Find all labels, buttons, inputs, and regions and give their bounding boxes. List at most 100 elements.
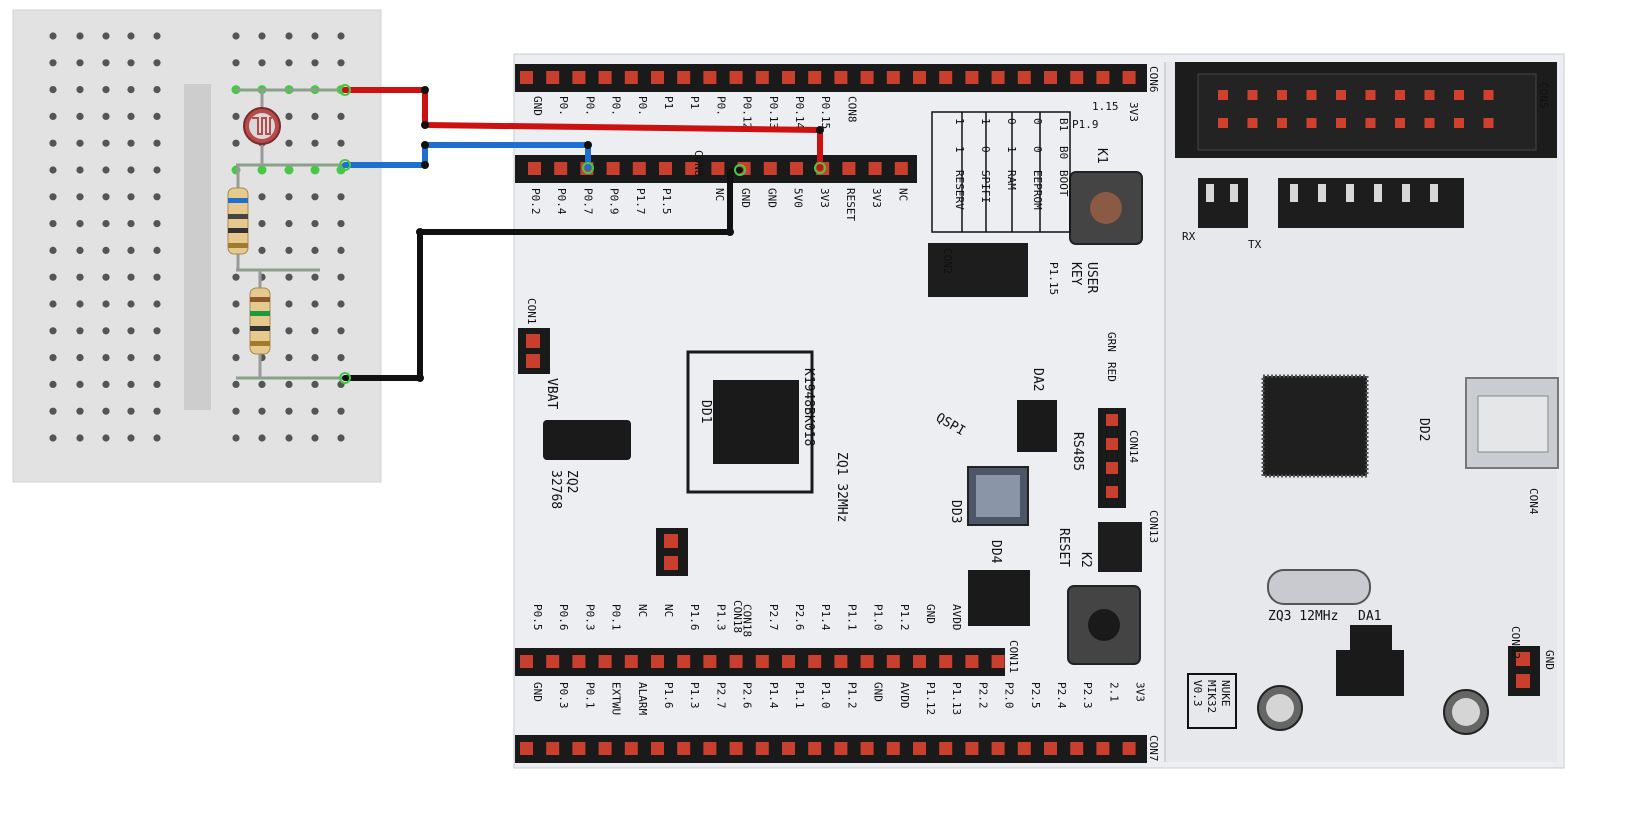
dd4-chip <box>968 570 1030 626</box>
pin-label: EXTWU <box>610 682 623 715</box>
jtag-pin <box>1395 90 1405 100</box>
header-pin <box>703 655 717 668</box>
header-pin <box>790 162 803 175</box>
breadboard-hole <box>311 32 319 40</box>
header-pin <box>677 655 691 668</box>
header-pin <box>651 742 664 755</box>
pin-label: P0.9 <box>608 188 621 215</box>
header-pin <box>685 162 699 175</box>
pin-label: ALARM <box>636 682 649 715</box>
breadboard-hole <box>76 193 84 201</box>
user-button <box>1069 171 1143 245</box>
breadboard-hole <box>127 273 135 281</box>
pin-label: P0. <box>583 96 596 116</box>
breadboard-hole <box>311 139 319 147</box>
pin-label: CON18 <box>741 604 754 637</box>
boot-table-cell: SPIFI <box>979 170 992 203</box>
breadboard <box>12 9 382 483</box>
label-reset: RESET <box>1056 528 1071 567</box>
pin-label: P0. <box>714 96 727 116</box>
breadboard-hole <box>337 300 345 308</box>
header-pin <box>554 162 568 175</box>
breadboard-hole <box>258 434 266 442</box>
header-pin <box>703 742 717 755</box>
reset-button <box>1067 585 1141 665</box>
breadboard-hole <box>285 434 293 442</box>
usb-connector <box>1465 377 1559 469</box>
label-dd3: DD3 <box>948 500 963 523</box>
header-pin <box>729 655 743 668</box>
breadboard-hole <box>337 327 345 335</box>
breadboard-hole <box>153 273 161 281</box>
breadboard-hole <box>232 59 240 67</box>
breadboard-hole <box>127 380 135 388</box>
breadboard-hole <box>232 112 240 120</box>
breadboard-hole <box>76 407 84 415</box>
breadboard-hole <box>337 246 345 254</box>
jtag-connector <box>1175 62 1557 158</box>
label-con14: CON14 <box>1127 430 1140 463</box>
pin-label: P0. <box>557 96 570 116</box>
breadboard-hole <box>311 380 319 388</box>
breadboard-hole <box>102 139 110 147</box>
jtag-pin <box>1454 118 1464 128</box>
jtag-pin <box>1483 118 1494 128</box>
breadboard-hole <box>285 300 293 308</box>
pin-label: 3V3 <box>870 188 883 208</box>
breadboard-hole <box>49 166 57 174</box>
header-pin <box>913 655 926 668</box>
header-pin <box>913 71 926 84</box>
header-pin <box>1070 742 1084 755</box>
breadboard-hole <box>232 380 240 388</box>
jtag-pin <box>1277 90 1287 100</box>
boot-table-cell: 1 <box>1005 146 1018 153</box>
header-pin <box>729 71 743 84</box>
breadboard-hole <box>311 407 319 415</box>
development-board: K1948BK018 DD1 ZQ1 32MHz ZQ3 12MHz DA1 Q… <box>513 53 1565 769</box>
breadboard-hole <box>232 354 240 362</box>
label-con7: CON7 <box>1147 735 1160 762</box>
breadboard-hole <box>102 32 110 40</box>
label-crystal-1: ZQ1 32MHz <box>834 452 849 522</box>
boot-table-cell: B0 <box>1057 146 1070 159</box>
boot-table-cell: 0 <box>1031 118 1044 125</box>
label-tx: TX <box>1248 238 1262 251</box>
label-rtc-2: 32768 <box>548 470 563 509</box>
breadboard-center-channel <box>184 84 211 410</box>
breadboard-hole <box>153 220 161 228</box>
breadboard-hole <box>127 139 135 147</box>
label-con4: CON4 <box>1527 488 1540 515</box>
breadboard-hole <box>232 434 240 442</box>
breadboard-hole <box>76 300 84 308</box>
breadboard-hole <box>311 273 319 281</box>
jtag-pin <box>1454 90 1464 100</box>
breadboard-hole <box>337 59 345 67</box>
top-header-pins <box>520 71 1136 84</box>
header-pin <box>939 71 953 84</box>
pin-label: P0.12 <box>741 96 754 129</box>
pin-label: P1.12 <box>924 682 937 715</box>
breadboard-hole <box>153 139 161 147</box>
resistor-1 <box>227 165 249 270</box>
boot-table <box>931 111 1071 233</box>
header-pin <box>894 162 908 175</box>
electrolytic-capacitors <box>1257 685 1489 735</box>
breadboard-hole <box>285 273 293 281</box>
bottom-outer-header-pins <box>520 742 1136 755</box>
breadboard-hole <box>232 273 240 281</box>
board-name-line: MIK32 <box>1205 680 1218 713</box>
jtag-pin <box>1306 118 1317 128</box>
header-pin <box>782 655 795 668</box>
breadboard-hole <box>49 434 57 442</box>
breadboard-hole <box>311 434 319 442</box>
pin-label: GND <box>739 188 752 208</box>
breadboard-hole <box>76 273 84 281</box>
label-rtc-1: ZQ2 <box>564 470 579 493</box>
breadboard-hole <box>102 86 110 94</box>
breadboard-hole <box>258 380 266 388</box>
pin-label: P0.2 <box>529 188 542 215</box>
jtag-pin <box>1247 118 1258 128</box>
pin-label: P0.3 <box>557 682 570 709</box>
